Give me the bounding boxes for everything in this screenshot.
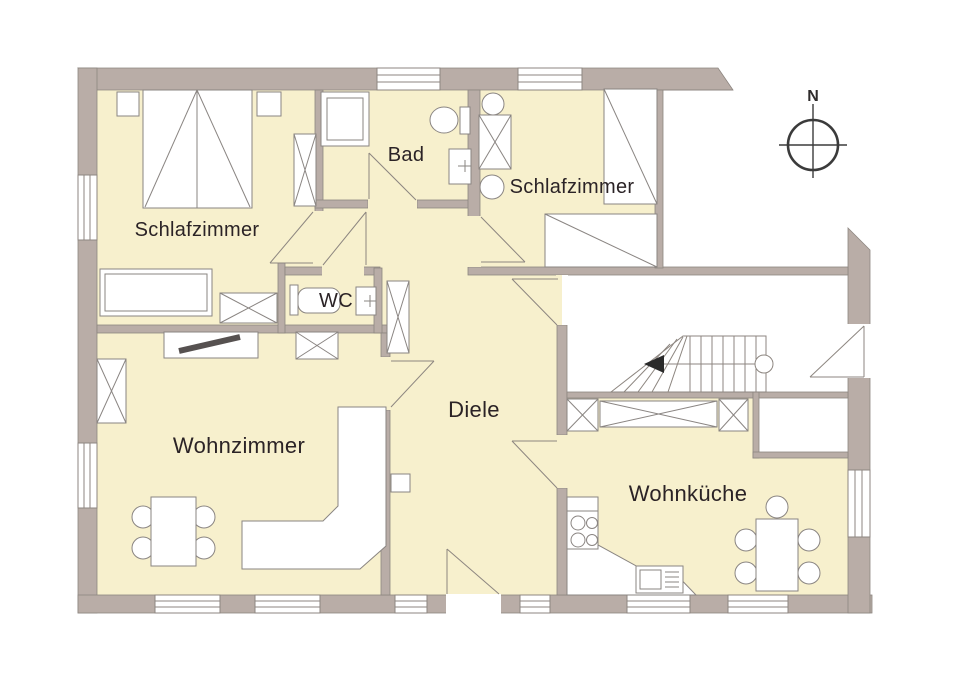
window-diele-bottom-left [394, 594, 428, 614]
corner-sofa [241, 406, 387, 570]
window-bath-top [376, 67, 441, 91]
wall-bath-south-left [314, 199, 369, 209]
window-bedroom1-left [77, 174, 98, 241]
table-kitchen [755, 518, 799, 592]
cabinet-livingroom-west [96, 358, 127, 424]
stair-direction-arrow-icon [644, 355, 664, 373]
wall-stairhall-kitchen [566, 391, 758, 399]
chair [797, 528, 821, 552]
door-wc [322, 211, 367, 276]
nightstand-left [116, 91, 140, 117]
room-label-schlafzimmer-right: Schlafzimmer [510, 176, 635, 198]
cabinet-livingroom-ne [295, 331, 339, 360]
kitchen-sink [635, 565, 684, 594]
kitchen-counter [566, 496, 698, 596]
dresser-bedroom1 [99, 268, 213, 317]
table-livingroom [150, 496, 197, 567]
door-bath [368, 152, 417, 209]
door-bedroom2 [467, 216, 526, 267]
doors [269, 152, 872, 614]
nightstand-right [256, 91, 282, 117]
dining-set-livingroom [131, 496, 216, 567]
room-label-schlafzimmer-left: Schlafzimmer [135, 219, 260, 241]
exterior-wall-right-upper [847, 227, 871, 326]
bed-bedroom2-vertical [603, 88, 658, 205]
window-livingroom-left [77, 442, 98, 509]
chair [734, 528, 758, 552]
sink-bath [448, 148, 472, 185]
bed-bedroom2-horizontal [544, 213, 658, 268]
window-bedroom2-top [517, 67, 583, 91]
windows [77, 67, 871, 614]
window-livingroom-bottom-1 [154, 594, 221, 614]
window-kitchen-right [847, 469, 871, 538]
compass-icon: N [779, 88, 847, 178]
pantry-area [753, 392, 852, 458]
chest-bedroom1 [219, 292, 278, 324]
stool-bedroom2-top [481, 92, 505, 116]
toilet-wc [289, 284, 341, 316]
wardrobe-bedroom2 [478, 114, 512, 170]
staircase [609, 335, 774, 393]
door-apartment-entrance [809, 324, 872, 378]
porch-area [663, 78, 860, 270]
window-livingroom-bottom-2 [254, 594, 321, 614]
double-bed [142, 89, 253, 209]
kitchen-cabinet-row [566, 398, 749, 432]
wall-pantry-left [752, 391, 760, 459]
wall-pantry-top [752, 391, 849, 399]
tv-bar [178, 334, 241, 354]
wall-wc-west [277, 262, 286, 334]
stool-bedroom2-bottom [479, 174, 505, 200]
sink-wc [355, 286, 377, 316]
wall-diele-stairhall [556, 324, 568, 436]
door-house-entrance [446, 548, 501, 614]
exterior-wall-left [77, 67, 98, 614]
shelf-diele [390, 473, 411, 493]
wardrobe-diele [386, 280, 410, 354]
chair [765, 495, 789, 519]
door-diele-stairhall [511, 275, 568, 326]
window-diele-bottom-right [519, 594, 551, 614]
wall-pantry-bottom [752, 451, 849, 459]
room-label-wohnzimmer: Wohnzimmer [173, 433, 305, 458]
window-kitchen-bottom-1 [626, 594, 691, 614]
toilet-bath [429, 106, 471, 135]
window-kitchen-bottom-2 [727, 594, 789, 614]
chair [734, 561, 758, 585]
sideboard-tv [163, 331, 259, 359]
wall-diele-kitchen [556, 487, 568, 596]
wall-wc-north-left [284, 266, 324, 276]
room-label-wohnkueche: Wohnküche [629, 481, 747, 506]
room-labels: Schlafzimmer Bad Schlafzimmer WC Wohnzim… [135, 144, 747, 506]
shower [320, 91, 370, 147]
compass-north-label: N [807, 88, 819, 105]
room-label-bad: Bad [388, 144, 425, 166]
dining-set-kitchen [734, 495, 821, 592]
wardrobe-bedroom1 [293, 133, 317, 207]
furniture [96, 88, 821, 596]
door-diele-kitchen [511, 435, 568, 489]
door-bedroom1 [269, 211, 324, 264]
door-livingroom-diele [379, 357, 435, 410]
room-label-wc: WC [319, 290, 353, 312]
chair [797, 561, 821, 585]
room-label-diele: Diele [448, 397, 500, 422]
